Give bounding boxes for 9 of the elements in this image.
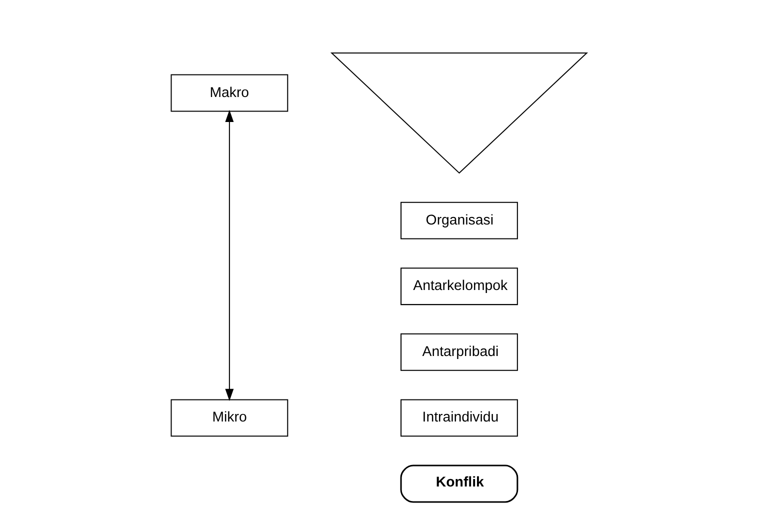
arrow bbox=[225, 109, 234, 400]
node-box: Intraindividu bbox=[400, 398, 518, 436]
node-box: Mikro bbox=[170, 398, 288, 436]
node-triangle bbox=[330, 52, 588, 174]
node-box: Makro bbox=[170, 74, 288, 112]
node-box: Konflik bbox=[400, 464, 518, 502]
node-box: Antarkelompok bbox=[400, 267, 518, 305]
node-box: Organisasi bbox=[400, 201, 518, 239]
node-box: Antarpribadi bbox=[400, 332, 518, 370]
